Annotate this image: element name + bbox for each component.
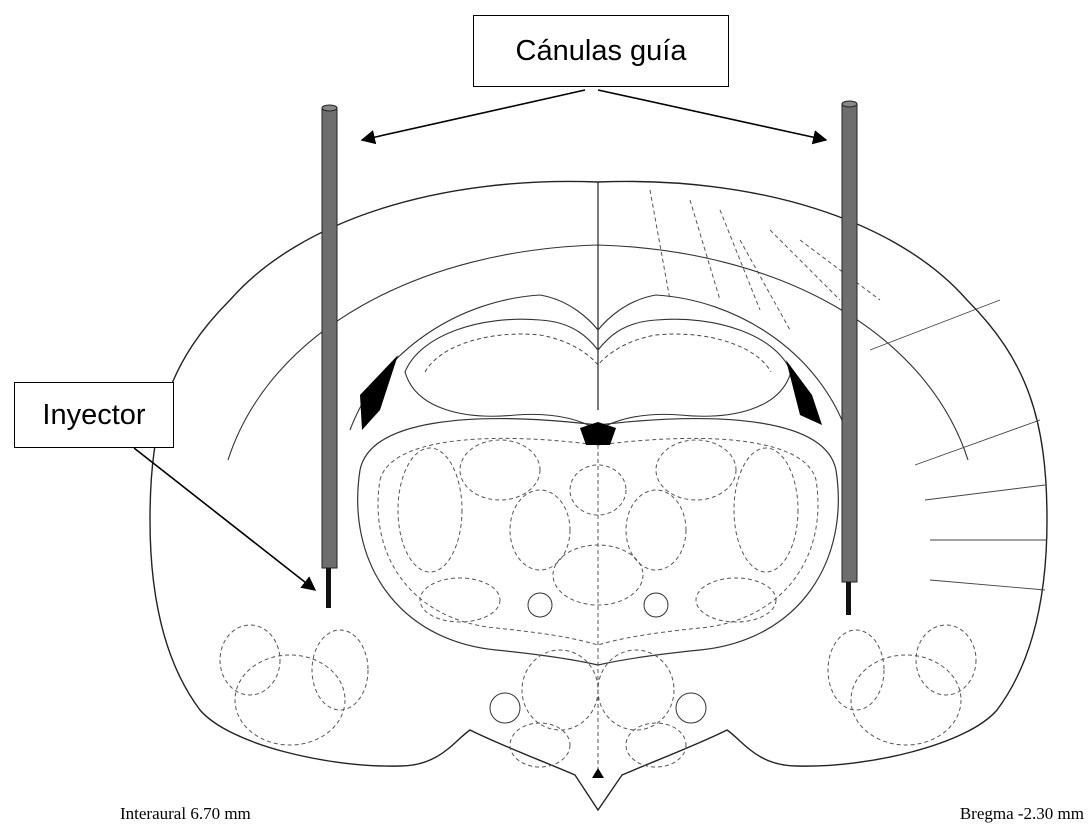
guide-cannula-left xyxy=(322,105,337,568)
corpus-callosum-left xyxy=(350,295,598,430)
injector-text: Inyector xyxy=(42,399,145,432)
callout-arrows xyxy=(134,90,826,590)
interaural-coordinate: Interaural 6.70 mm xyxy=(120,804,251,824)
bregma-coordinate: Bregma -2.30 mm xyxy=(960,804,1084,824)
lateral-ventricle-left xyxy=(360,355,398,430)
guide-cannula-right xyxy=(842,101,857,582)
third-ventricle-ventral xyxy=(592,768,604,778)
third-ventricle xyxy=(580,422,616,445)
guide-cannulas-text: Cánulas guía xyxy=(516,35,687,68)
injector-label: Inyector xyxy=(14,382,174,448)
lateral-ventricle-right xyxy=(786,360,822,425)
guide-cannulas-label: Cánulas guía xyxy=(473,15,729,87)
injector-tip-left xyxy=(326,568,331,608)
cortex-lamination xyxy=(870,300,1047,590)
injector-tip-right xyxy=(846,582,851,615)
